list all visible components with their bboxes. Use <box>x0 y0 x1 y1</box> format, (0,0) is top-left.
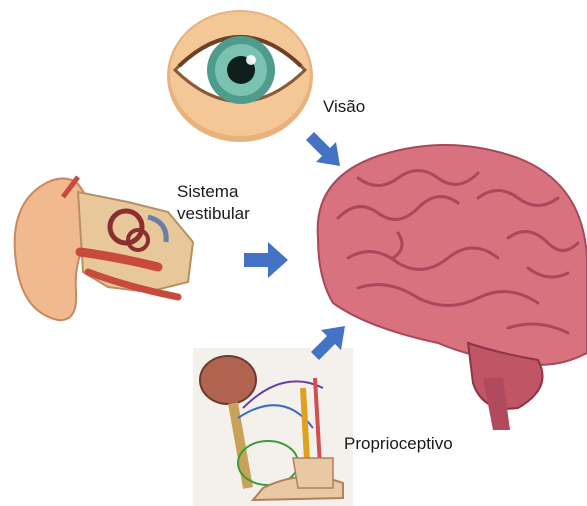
ear-illustration <box>8 172 198 324</box>
ear-icon <box>8 172 198 324</box>
proprioception-illustration <box>193 348 353 506</box>
vestibular-label-line2: vestibular <box>177 203 250 225</box>
vestibular-label-line1: Sistema <box>177 181 238 203</box>
vision-label: Visão <box>323 96 365 118</box>
arrow-vision-to-brain <box>302 128 344 170</box>
proprioceptive-label: Proprioceptivo <box>344 433 453 455</box>
arrow-proprioception-to-brain <box>307 322 349 364</box>
proprioception-icon <box>193 348 353 506</box>
arrow-vestibular-to-brain <box>244 240 288 280</box>
eye-illustration <box>165 8 315 143</box>
eye-icon <box>165 8 315 143</box>
